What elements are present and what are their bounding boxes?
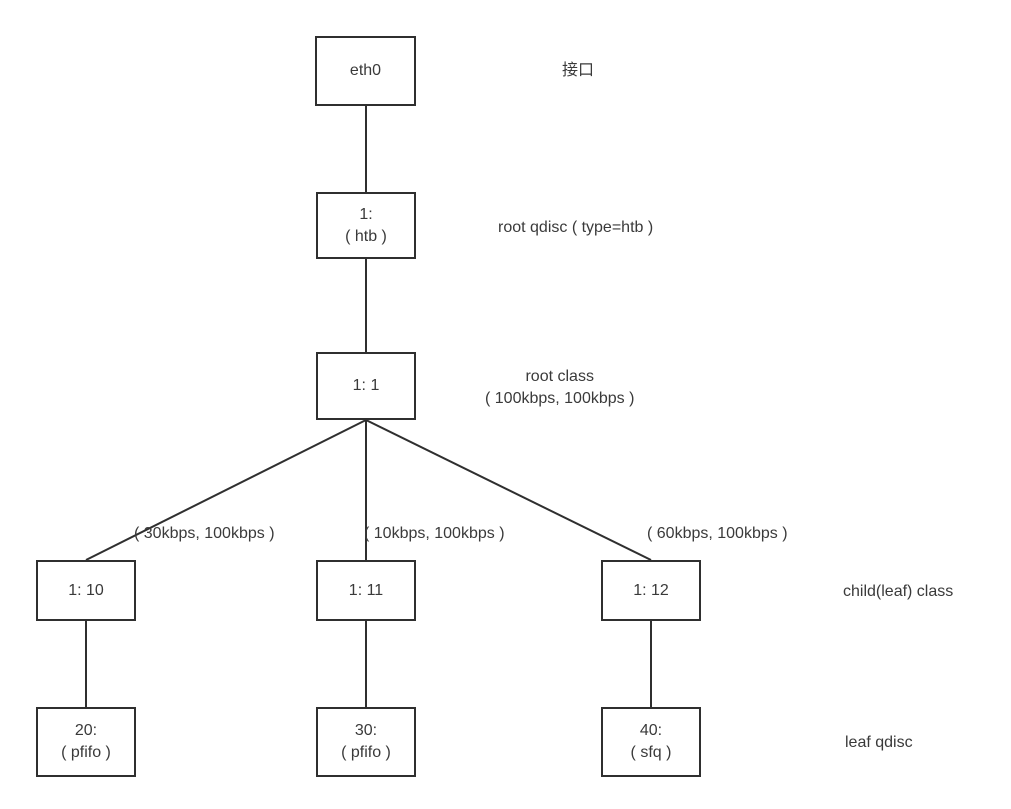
node-label-primary: 40:	[639, 722, 663, 740]
node-box-qdisc_40[interactable]: 40: ( sfq )	[601, 707, 701, 777]
node-box-eth0[interactable]: eth0	[315, 36, 416, 106]
annotation-leaf-qdisc: leaf qdisc	[845, 732, 913, 754]
annotation-line-secondary: ( 100kbps, 100kbps )	[485, 390, 635, 408]
annotation-line-primary: leaf qdisc	[845, 734, 913, 751]
annotation-line-primary: 接口	[562, 62, 595, 79]
edge-label-rate-10: ( 30kbps, 100kbps )	[134, 525, 275, 542]
node-label-primary: 1: 1	[352, 377, 380, 395]
node-label-secondary: ( pfifo )	[61, 744, 111, 761]
node-label-primary: 20:	[74, 722, 98, 740]
node-label-secondary: ( sfq )	[630, 744, 672, 761]
annotation-line-primary: root class	[525, 368, 594, 385]
annotation-root-qdisc: root qdisc ( type=htb )	[498, 217, 653, 239]
node-label-primary: 30:	[354, 722, 378, 740]
node-box-qdisc_root[interactable]: 1: ( htb )	[316, 192, 416, 259]
node-box-class_10[interactable]: 1: 10	[36, 560, 136, 621]
node-box-qdisc_20[interactable]: 20: ( pfifo )	[36, 707, 136, 777]
node-label-primary: 1: 11	[348, 581, 384, 599]
node-label-primary: 1:	[359, 205, 373, 223]
node-box-class_11[interactable]: 1: 11	[316, 560, 416, 621]
edge-label-rate-11: ( 10kbps, 100kbps )	[364, 525, 505, 542]
annotation-child-class: child(leaf) class	[843, 581, 953, 603]
node-box-class_12[interactable]: 1: 12	[601, 560, 701, 621]
annotation-interface: 接口	[562, 60, 594, 82]
annotation-line-primary: root qdisc ( type=htb )	[498, 219, 654, 236]
annotation-root-class: root class ( 100kbps, 100kbps )	[485, 366, 634, 411]
node-label-secondary: ( pfifo )	[341, 744, 391, 761]
annotation-line-primary: child(leaf) class	[843, 583, 954, 600]
node-box-class_root[interactable]: 1: 1	[316, 352, 416, 420]
node-label-primary: eth0	[349, 62, 382, 80]
node-box-qdisc_30[interactable]: 30: ( pfifo )	[316, 707, 416, 777]
edge-label-rate-12: ( 60kbps, 100kbps )	[647, 525, 788, 542]
node-label-primary: 1: 12	[633, 581, 669, 599]
node-label-primary: 1: 10	[68, 581, 104, 599]
node-label-secondary: ( htb )	[345, 227, 387, 245]
